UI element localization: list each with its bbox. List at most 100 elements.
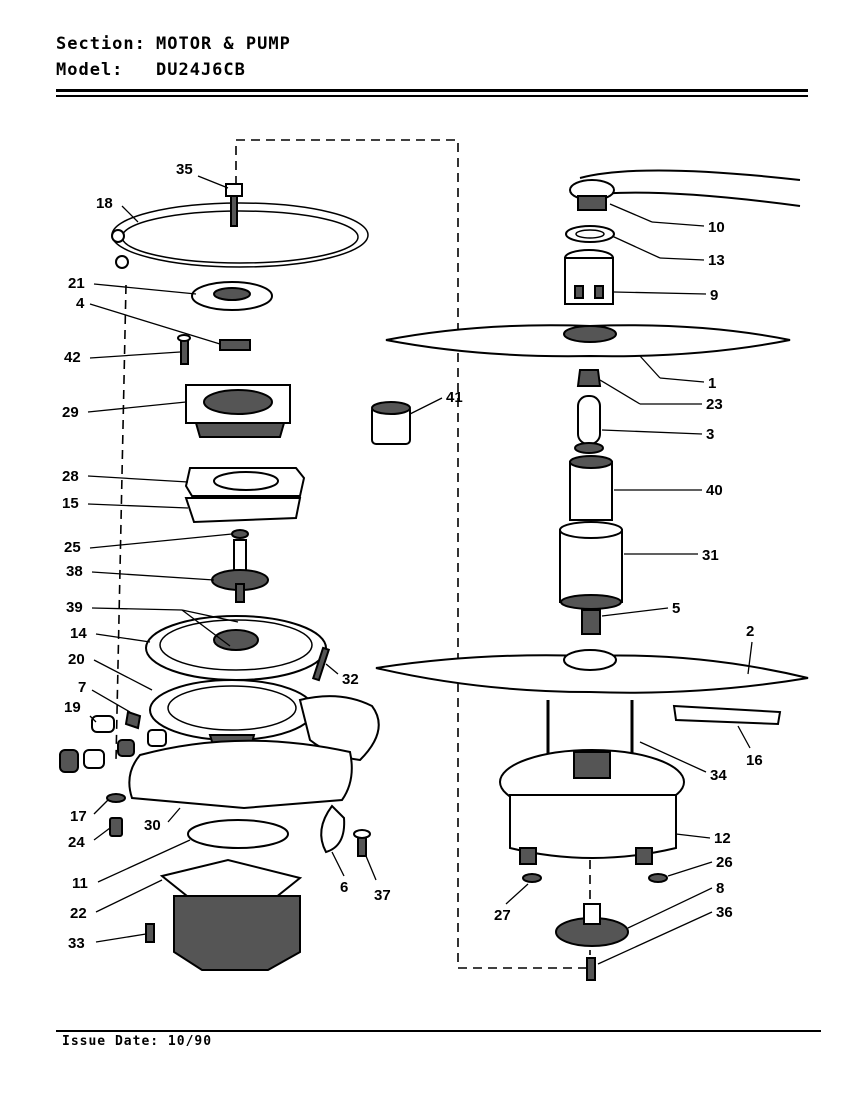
leader-line-8 [627,887,713,929]
callout-1: 1 [708,375,716,392]
leader-line-1-1 [639,355,661,379]
part-4-seal [219,339,251,351]
part-26-washer [648,873,668,883]
callout-34: 34 [710,767,727,784]
part-5-seal [581,609,601,635]
part-41-bushing [371,401,411,445]
part-6-clamp [320,804,346,854]
leader-line-11 [97,839,191,883]
leader-line-27 [505,883,529,905]
part-38-impeller-shaft [211,539,269,603]
leader-line-38 [91,571,215,581]
callout-13: 13 [708,252,725,269]
section-line: Section:MOTOR & PUMP [56,34,291,54]
part-32-screw [311,646,331,682]
part-30-base-plate [128,739,353,810]
part-23-nut [576,369,602,387]
callout-36: 36 [716,904,733,921]
callout-22: 22 [70,905,87,922]
model-value: DU24J6CB [156,60,246,80]
callout-25: 25 [64,539,81,556]
leader-line-42 [89,351,181,359]
part-19-hose-connector [91,715,115,733]
part-15-gasket [184,497,302,524]
leader-line-7 [91,689,131,713]
leader-line-28 [87,475,189,483]
part-33-screw [145,923,155,943]
part-21-impeller [191,281,273,311]
leader-line-35 [197,175,229,189]
callout-2: 2 [746,623,754,640]
header-rule-thick [56,89,808,92]
part-2-lower-spray-arm [375,649,809,694]
leader-line-4 [89,303,221,345]
leader-line-17 [93,799,109,815]
leader-line-26 [667,861,713,877]
callout-30: 30 [144,817,161,834]
callout-15: 15 [62,495,79,512]
leader-line-16 [737,725,751,749]
part-1-upper-spray-arm [385,324,791,358]
part-29-pump-cover [185,384,291,438]
callout-17: 17 [70,808,87,825]
part-27-washer [522,873,542,883]
callout-41: 41 [446,389,463,406]
callout-14: 14 [70,625,87,642]
leader-line-1-0 [659,377,705,383]
issue-date: Issue Date: 10/90 [62,1034,213,1049]
callout-19: 19 [64,699,81,716]
callout-20: 20 [68,651,85,668]
leader-line-13-1 [611,235,661,259]
callout-29: 29 [62,404,79,421]
part-9-nut [564,249,614,305]
callout-37: 37 [374,887,391,904]
leader-line-39-1 [181,609,231,647]
part-35-bolt [225,183,243,227]
callout-31: 31 [702,547,719,564]
callout-26: 26 [716,854,733,871]
part-37-screw [353,829,371,857]
leader-line-18 [121,205,139,223]
callout-40: 40 [706,482,723,499]
part-14-pump-housing [145,615,327,681]
leader-line-25 [89,533,233,549]
callout-32: 32 [342,671,359,688]
leader-line-13-0 [659,257,705,261]
part-25-washer [231,529,249,539]
callout-6: 6 [340,879,348,896]
callout-39: 39 [66,599,83,616]
leader-line-37 [365,855,377,881]
callout-18: 18 [96,195,113,212]
model-key: Model: [56,60,124,80]
callout-11: 11 [72,875,88,892]
part-12-sump [499,749,685,865]
leader-line-10-0 [651,221,705,227]
part-16-channel [672,704,782,726]
leader-line-21 [93,283,197,295]
leader-line-2 [747,641,753,675]
callout-labels: 3518214422928152538391420719172430112233… [62,161,763,952]
callout-5: 5 [672,600,680,617]
part-3-tube [574,395,604,454]
leader-line-12 [675,833,711,839]
callout-leader-lines [87,175,753,965]
part-8-chopper [555,903,629,947]
leader-line-6 [331,851,345,877]
leader-line-41 [409,397,443,415]
leader-line-34 [639,741,707,773]
callout-38: 38 [66,563,83,580]
leader-line-14 [95,633,151,643]
part-31-tower [559,521,623,610]
leader-line-30 [167,807,181,823]
leader-line-32 [325,663,339,675]
part-28-gasket [184,467,306,497]
callout-12: 12 [714,830,731,847]
callout-42: 42 [64,349,81,366]
part-18-wire-harness [111,202,369,269]
part-13-washer [565,225,615,243]
leader-line-20 [93,659,153,691]
leader-line-10-1 [609,203,653,223]
leader-line-15 [87,503,189,509]
callout-23: 23 [706,396,723,413]
callout-16: 16 [746,752,763,769]
